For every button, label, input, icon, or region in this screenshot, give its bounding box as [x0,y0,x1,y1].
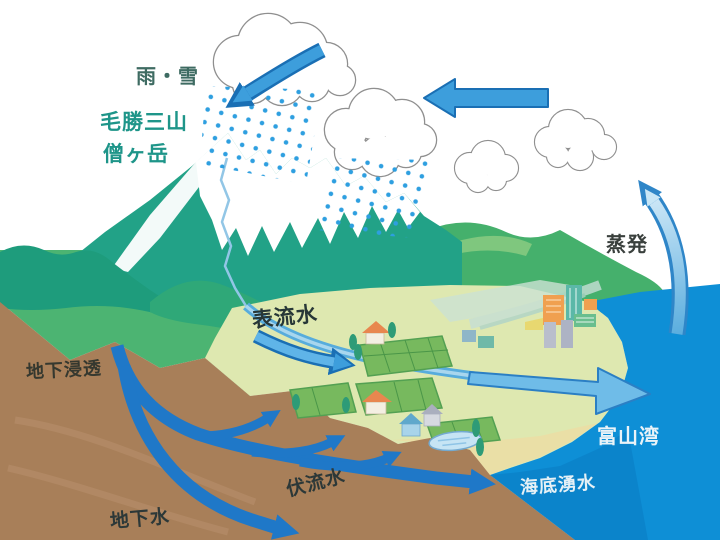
label-rain-snow: 雨・雪 [136,64,199,88]
river-outflow-arrow-icon [467,367,651,415]
label-ground-infiltration: 地下浸透 [25,358,103,383]
label-evaporation: 蒸発 [606,232,648,256]
rain-dots-left [200,86,322,184]
underflow-branch-1 [199,410,281,441]
deep-groundwater-arrow [117,364,300,540]
rain-dots-mid [316,158,432,238]
trees [292,322,484,456]
label-groundwater: 地下水 [109,505,171,533]
precipitation-arrow-icon [225,42,326,108]
farm-fields [289,335,502,448]
label-submarine-spring: 海底湧水 [519,472,597,499]
city-buildings [525,285,597,348]
label-mountains-line1: 毛勝三山 [100,110,188,134]
cloud-small-2 [533,108,618,172]
cloud-small-1 [453,139,520,194]
surface-water-arrow-icon [252,329,356,376]
underflow-branch-3 [299,450,402,471]
sea [490,284,720,540]
label-toyama-bay: 富山湾 [597,424,660,448]
village-houses [362,321,494,437]
label-mountains-line2: 僧ヶ岳 [103,142,169,166]
wind-arrow-icon [423,78,549,118]
sea-slope-shading [490,430,648,540]
underflow-branch-2 [251,435,346,458]
evaporation-arrow-icon [638,179,689,336]
beach [392,423,598,475]
groundwater-arrows [110,344,496,540]
pond [428,430,482,452]
